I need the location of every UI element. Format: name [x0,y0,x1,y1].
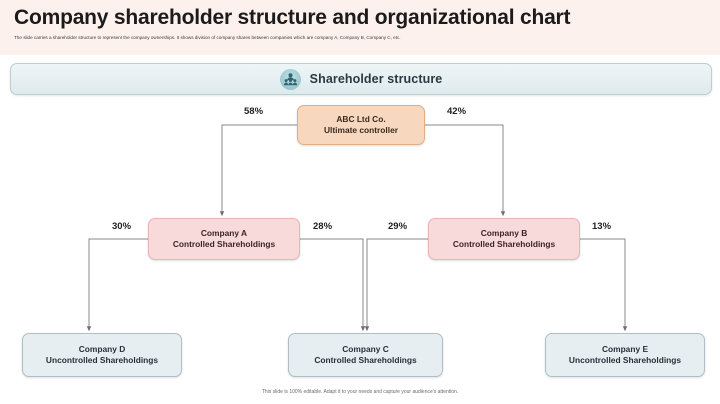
page-title: Company shareholder structure and organi… [14,6,571,29]
node-company-e[interactable]: Company E Uncontrolled Shareholdings [545,333,705,377]
node-title: ABC Ltd Co. [336,114,386,124]
node-title: Company C [342,344,389,354]
edge-label-company-b-to-company-e: 13% [592,221,612,232]
edge-label-company-b-to-company-c: 29% [388,221,408,232]
node-subtitle: Controlled Shareholdings [314,355,417,365]
people-group-icon [279,68,301,90]
node-company-a[interactable]: Company A Controlled Shareholdings [148,218,300,260]
node-subtitle: Uncontrolled Shareholdings [45,355,159,365]
node-abc-ltd-co[interactable]: ABC Ltd Co. Ultimate controller [297,105,425,145]
section-header-content: Shareholder structure [11,64,711,94]
page-subtitle: The slide carries a shareholder structur… [14,35,401,40]
node-subtitle: Controlled Shareholdings [452,239,556,249]
node-subtitle: Uncontrolled Shareholdings [568,355,682,365]
node-subtitle: Controlled Shareholdings [172,239,276,249]
section-header-bar[interactable]: Shareholder structure [10,63,712,95]
node-company-b[interactable]: Company B Controlled Shareholdings [428,218,580,260]
node-company-d[interactable]: Company D Uncontrolled Shareholdings [22,333,182,377]
node-title: Company B [480,228,528,238]
node-title: Company D [78,344,126,354]
node-title: Company E [601,344,649,354]
edge-label-company-a-to-company-c: 28% [313,221,333,232]
header-band [0,0,720,55]
section-title: Shareholder structure [309,72,443,86]
edge-label-company-a-to-company-d: 30% [112,221,132,232]
slide-footer-note: This slide is 100% editable. Adapt it to… [261,389,459,395]
node-company-c[interactable]: Company C Controlled Shareholdings [288,333,443,377]
node-title: Company A [200,228,248,238]
edge-label-root-to-company-a: 58% [244,106,264,117]
edge-label-root-to-company-b: 42% [447,106,467,117]
node-subtitle: Ultimate controller [324,125,398,135]
